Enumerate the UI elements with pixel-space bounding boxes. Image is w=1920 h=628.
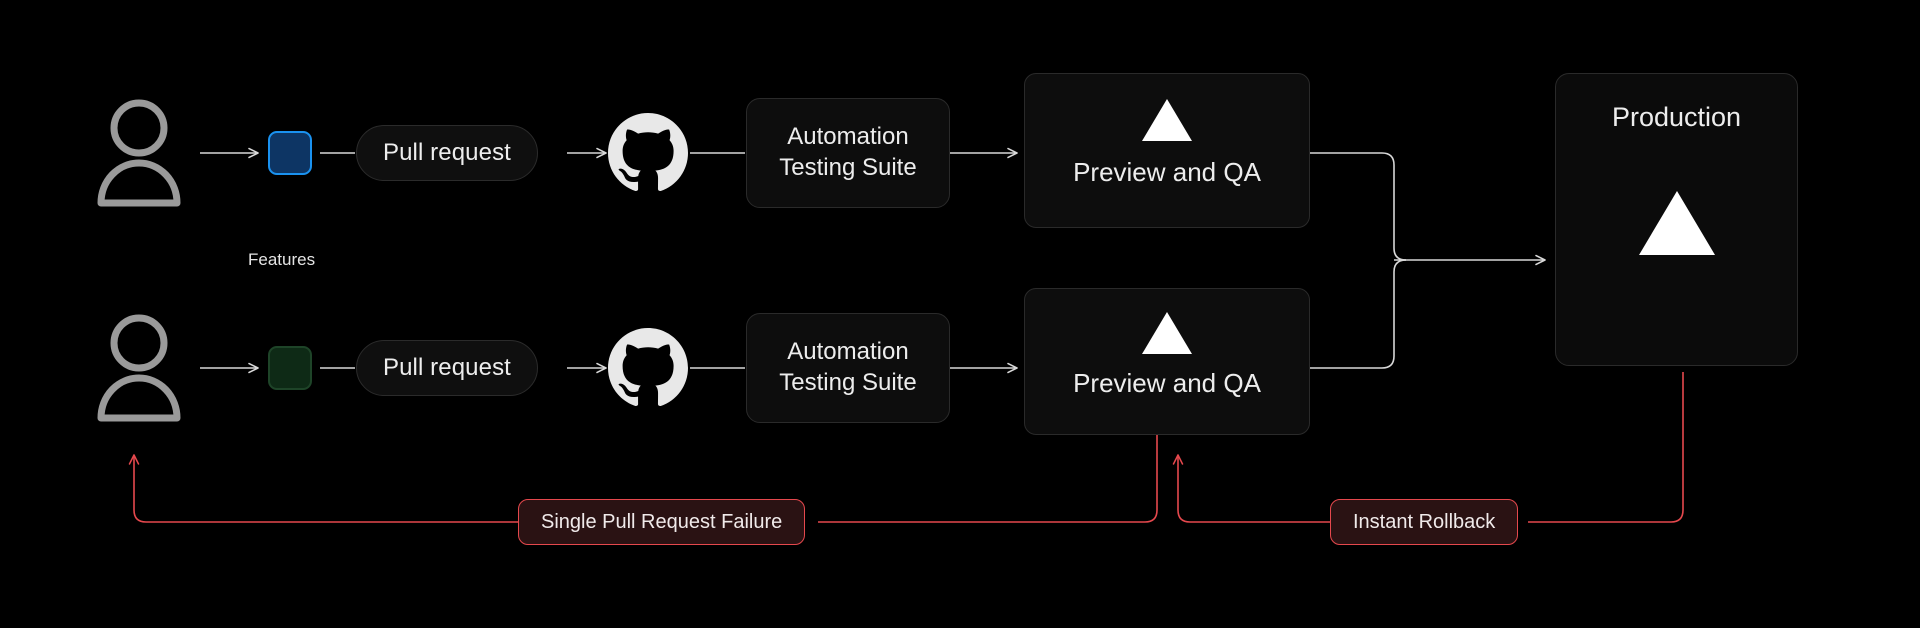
rollback-path-to-preview <box>1172 454 1330 523</box>
vercel-triangle-icon <box>1142 99 1192 141</box>
preview-and-qa-label-bottom: Preview and QA <box>1073 368 1261 398</box>
merge-top-to-production <box>1310 152 1407 261</box>
pull-request-pill-bottom[interactable]: Pull request <box>356 340 538 396</box>
automation-testing-suite-label-bottom: Automation Testing Suite <box>779 338 917 396</box>
github-node-top[interactable] <box>608 113 688 193</box>
status-chip-blue[interactable] <box>268 131 312 175</box>
status-chip-green[interactable] <box>268 346 312 390</box>
failure-path-from-preview <box>818 432 1158 523</box>
user-icon <box>97 314 181 422</box>
production-box[interactable]: Production <box>1555 73 1798 366</box>
failure-path-to-user <box>128 454 518 523</box>
github-icon <box>608 113 688 192</box>
single-pull-request-failure-text: Single Pull Request Failure <box>541 510 783 533</box>
vercel-triangle-icon <box>1142 312 1192 354</box>
instant-rollback-label[interactable]: Instant Rollback <box>1330 499 1519 545</box>
pull-request-label-bottom: Pull request <box>383 354 511 381</box>
automation-testing-suite-box-top[interactable]: Automation Testing Suite <box>746 98 950 208</box>
github-icon <box>608 328 688 407</box>
rollback-path-from-production <box>1528 372 1684 523</box>
merge-bottom-to-production <box>1310 259 1407 369</box>
production-title: Production <box>1611 102 1742 132</box>
single-pull-request-failure-label[interactable]: Single Pull Request Failure <box>518 499 806 545</box>
user-icon <box>97 99 181 207</box>
automation-testing-suite-box-bottom[interactable]: Automation Testing Suite <box>746 313 950 423</box>
pull-request-pill-top[interactable]: Pull request <box>356 125 538 181</box>
github-node-bottom[interactable] <box>608 328 688 408</box>
pull-request-label-top: Pull request <box>383 139 511 166</box>
features-caption: Features <box>248 250 316 269</box>
preview-and-qa-box-bottom[interactable]: Preview and QA <box>1024 288 1310 435</box>
automation-testing-suite-label-top: Automation Testing Suite <box>779 123 917 181</box>
instant-rollback-text: Instant Rollback <box>1353 510 1496 533</box>
actor-user-top <box>96 98 182 208</box>
preview-and-qa-label-top: Preview and QA <box>1073 157 1261 187</box>
preview-and-qa-box-top[interactable]: Preview and QA <box>1024 73 1310 228</box>
actor-user-bottom <box>96 313 182 423</box>
vercel-triangle-icon <box>1638 191 1715 255</box>
